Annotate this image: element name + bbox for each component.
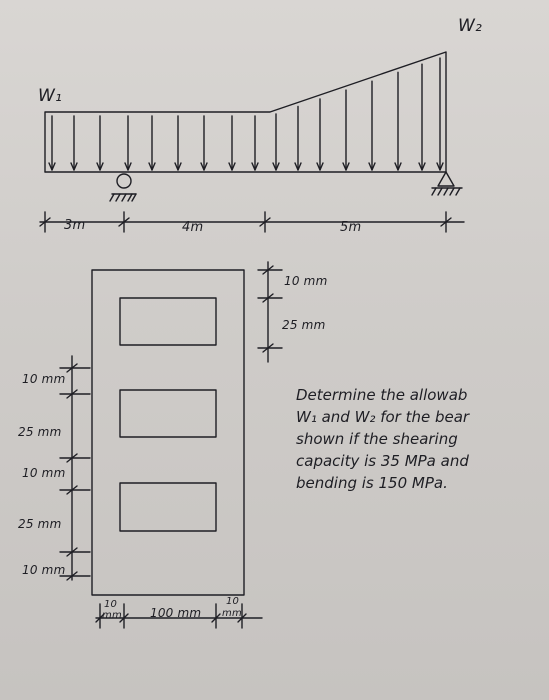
load-label-w1: W₁ xyxy=(38,86,63,106)
load-arrow-head xyxy=(316,162,324,171)
section-hole-top xyxy=(119,297,217,346)
dim-label-top-flange: 10 mm xyxy=(284,274,328,288)
load-arrow-head xyxy=(124,162,132,171)
dim-label-bottom-width: 100 mm xyxy=(150,606,202,620)
load-arrow-head xyxy=(251,162,259,171)
span-dimension-line xyxy=(39,211,465,233)
dim-label-left-4: 25 mm xyxy=(18,517,62,531)
pin-support xyxy=(109,173,137,202)
load-label-w2: W₂ xyxy=(458,16,483,36)
load-arrow-head xyxy=(174,162,182,171)
load-arrow-head xyxy=(394,162,402,171)
load-arrow-head xyxy=(342,162,350,171)
load-arrow-head xyxy=(368,162,376,171)
dim-label-left-3: 10 mm xyxy=(22,466,66,480)
dim-label-bottom-left-unit: mm xyxy=(102,610,122,621)
load-arrow-head xyxy=(48,162,56,171)
section-outline xyxy=(91,269,245,596)
load-arrow-head xyxy=(228,162,236,171)
problem-line-1: Determine the allowab xyxy=(296,386,468,404)
bottom-dimension-line xyxy=(95,603,263,629)
load-arrow-head xyxy=(272,162,280,171)
load-arrow-head xyxy=(148,162,156,171)
problem-line-4: capacity is 35 MPa and xyxy=(296,452,469,470)
load-arrow-head xyxy=(70,162,78,171)
problem-line-2: W₁ and W₂ for the bear xyxy=(296,408,470,426)
load-arrow-head xyxy=(294,162,302,171)
dim-label-left-2: 25 mm xyxy=(18,425,62,439)
dim-label-bottom-left-number: 10 xyxy=(104,599,118,610)
span-label-2: 4m xyxy=(182,220,204,235)
section-hole-bottom xyxy=(119,482,217,532)
problem-line-5: bending is 150 MPa. xyxy=(296,474,448,492)
load-arrow-head xyxy=(436,162,444,171)
dim-label-bottom-right-number: 10 xyxy=(226,596,240,607)
left-dimension-line xyxy=(59,355,91,581)
right-dimension-line xyxy=(257,261,283,363)
load-arrow-head xyxy=(418,162,426,171)
dim-label-left-1: 10 mm xyxy=(22,372,66,386)
dim-label-left-5: 10 mm xyxy=(22,563,66,577)
load-arrow-head xyxy=(96,162,104,171)
right-support xyxy=(431,171,463,196)
load-arrow-head xyxy=(200,162,208,171)
problem-line-3: shown if the shearing xyxy=(296,430,458,448)
load-diagram-outline xyxy=(44,51,447,173)
span-label-1: 3m xyxy=(64,218,86,233)
section-hole-middle xyxy=(119,389,217,438)
problem-statement: Determine the allowab W₁ and W₂ for the … xyxy=(296,384,546,494)
load-arrows xyxy=(48,57,444,171)
dim-label-top-hole: 25 mm xyxy=(282,318,326,332)
span-label-3: 5m xyxy=(340,220,362,235)
dim-label-bottom-right-unit: mm xyxy=(222,608,242,619)
